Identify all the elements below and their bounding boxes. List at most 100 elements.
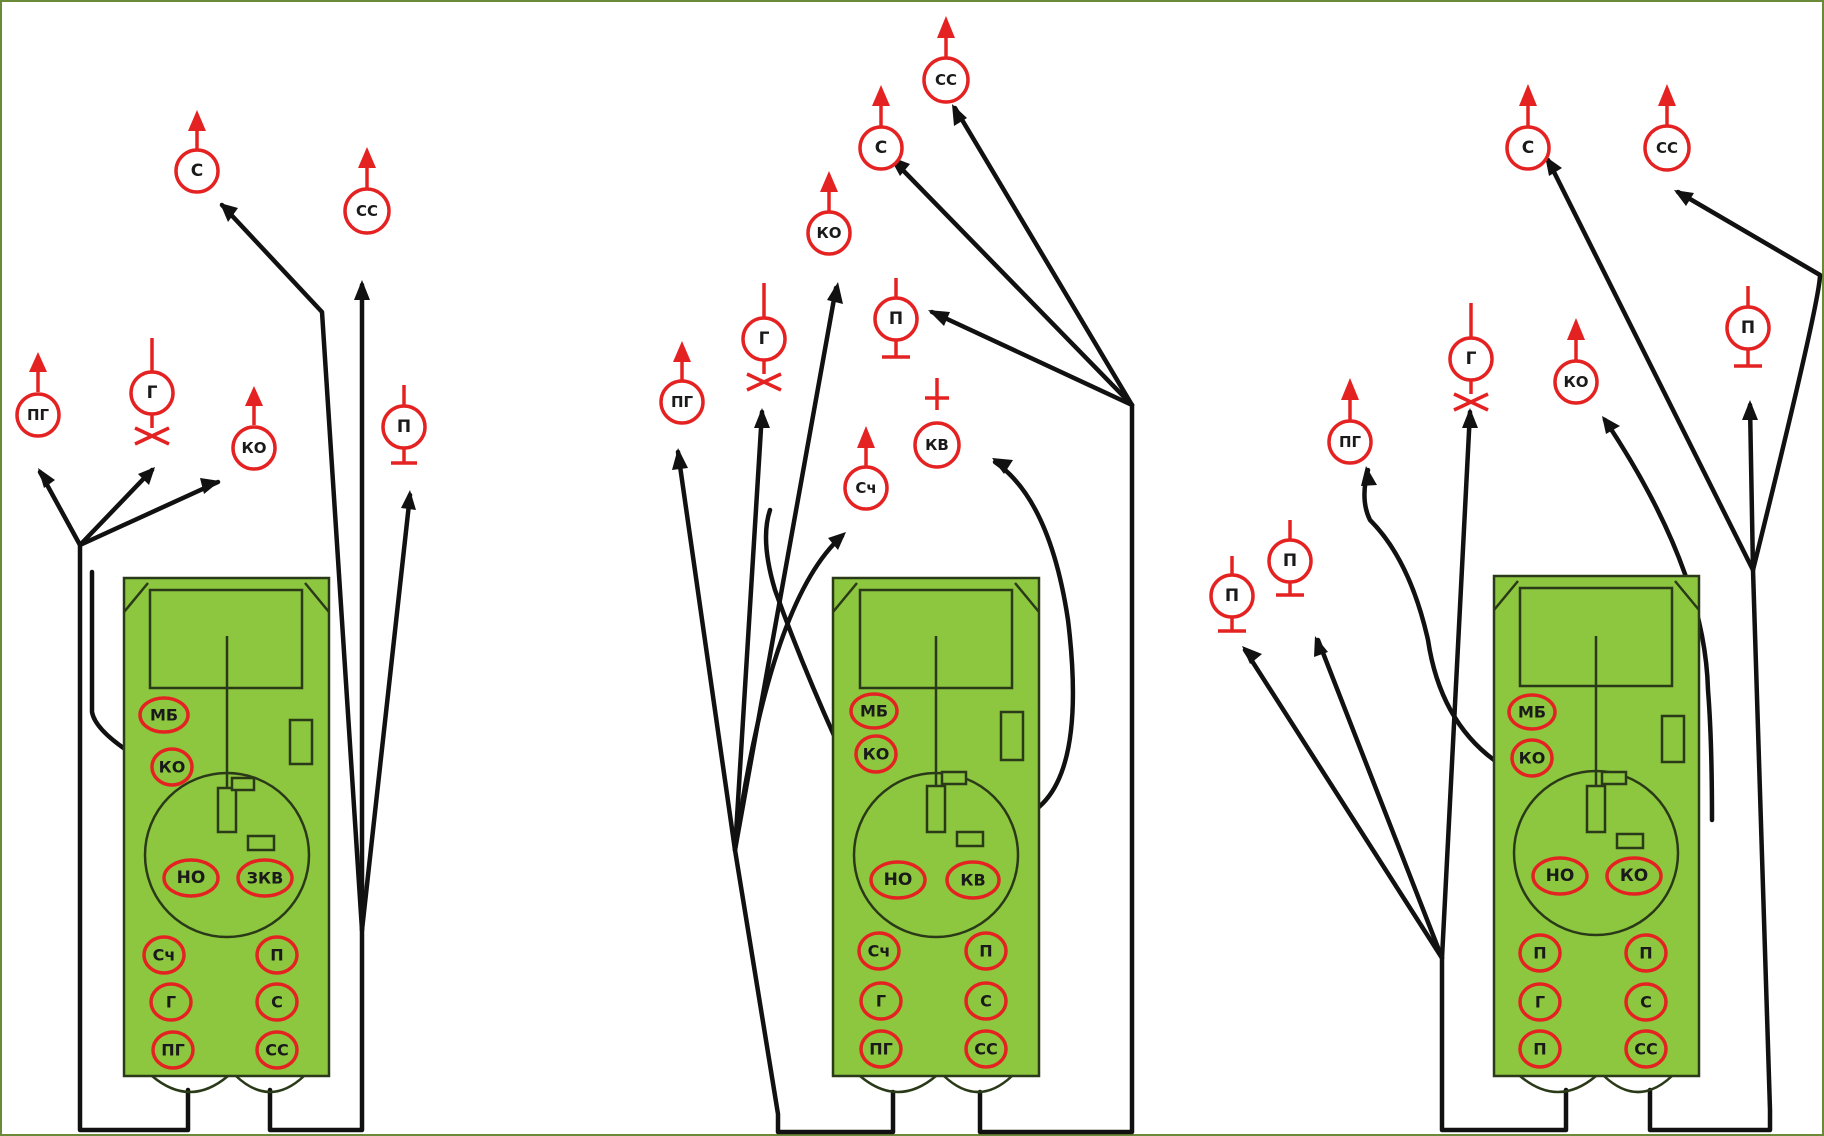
svg-text:НО: НО (884, 870, 913, 890)
sockets-middle: МБ КО НО КВ Сч Г ПГ П С СС (849, 692, 1008, 1069)
svg-text:П: П (1533, 944, 1546, 963)
socket[interactable]: Г (149, 982, 193, 1022)
socket[interactable]: Сч (857, 931, 901, 971)
svg-text:С: С (1522, 138, 1534, 158)
socket[interactable]: МБ (1507, 693, 1557, 731)
socket[interactable]: МБ (138, 696, 190, 734)
arrow-up-symbol: С (1505, 84, 1551, 171)
socket[interactable]: Сч (142, 935, 186, 975)
socket[interactable]: КО (150, 747, 194, 787)
socket[interactable]: П (255, 935, 299, 975)
ground-symbol: П (1209, 556, 1255, 633)
svg-text:П: П (397, 417, 411, 437)
svg-text:КВ: КВ (960, 871, 985, 890)
socket[interactable]: КО (854, 734, 898, 774)
socket[interactable]: С (1624, 982, 1668, 1022)
socket[interactable]: КВ (945, 860, 1001, 900)
svg-text:Г: Г (876, 992, 886, 1011)
board-left: МБ КО НО ЗКВ Сч Г ПГ П С СС ПГ Г КО С СС… (15, 110, 427, 1133)
socket-panel-middle (831, 576, 1041, 1094)
svg-text:Г: Г (1535, 993, 1545, 1012)
svg-text:П: П (1639, 944, 1652, 963)
svg-text:Сч: Сч (153, 946, 176, 965)
arrow-up-symbol: ПГ (1327, 378, 1373, 465)
socket[interactable]: НО (869, 860, 927, 900)
ground-symbol: П (1267, 520, 1313, 597)
socket[interactable]: П (1624, 933, 1668, 973)
arrow-up-symbol: С (858, 85, 904, 171)
svg-text:ПГ: ПГ (1339, 433, 1362, 451)
svg-text:МБ: МБ (860, 702, 888, 721)
svg-text:ПГ: ПГ (869, 1040, 893, 1059)
socket[interactable]: С (255, 982, 299, 1022)
socket[interactable]: ПГ (151, 1030, 195, 1070)
sockets-right: МБ КО НО КО П Г П П С СС (1507, 693, 1668, 1069)
antenna-symbol: Г (741, 283, 787, 392)
board-middle: МБ КО НО КВ Сч Г ПГ П С СС ПГ Г КО С СС … (659, 16, 1135, 1135)
socket[interactable]: П (964, 931, 1008, 971)
socket[interactable]: П (1518, 1029, 1562, 1069)
arrow-up-symbol: СС (343, 147, 391, 235)
svg-text:СС: СС (935, 71, 957, 89)
socket[interactable]: КО (1605, 856, 1663, 896)
svg-text:Сч: Сч (855, 479, 876, 497)
socket[interactable]: СС (1624, 1029, 1668, 1069)
svg-text:ЗКВ: ЗКВ (247, 869, 284, 888)
svg-text:КО: КО (863, 745, 890, 764)
svg-text:ПГ: ПГ (161, 1041, 185, 1060)
svg-text:КО: КО (241, 439, 266, 457)
antenna-symbol: Г (1448, 303, 1494, 412)
arrow-up-symbol: Сч (843, 426, 889, 511)
svg-text:П: П (979, 942, 992, 961)
socket[interactable]: СС (964, 1029, 1008, 1069)
svg-text:П: П (1741, 318, 1755, 338)
socket[interactable]: ПГ (859, 1029, 903, 1069)
symbols-right: П П ПГ Г КО С СС П (1209, 84, 1771, 633)
arrow-up-symbol: КО (806, 171, 852, 256)
socket-panel-left (122, 576, 331, 1094)
socket[interactable]: Г (1518, 982, 1562, 1022)
svg-text:С: С (271, 993, 283, 1012)
sockets-left: МБ КО НО ЗКВ Сч Г ПГ П С СС (138, 696, 299, 1070)
svg-text:С: С (980, 992, 992, 1011)
socket[interactable]: НО (162, 858, 220, 898)
socket[interactable]: П (1518, 933, 1562, 973)
svg-text:С: С (191, 161, 203, 181)
svg-text:СС: СС (1656, 139, 1678, 157)
socket[interactable]: КО (1510, 738, 1554, 778)
svg-text:П: П (1283, 551, 1297, 571)
svg-text:Г: Г (759, 329, 770, 349)
symbols-middle: ПГ Г КО С СС П Сч КВ (659, 16, 970, 511)
socket[interactable]: НО (1531, 856, 1589, 896)
ground-symbol: П (381, 385, 427, 465)
svg-text:КО: КО (1519, 749, 1546, 768)
socket[interactable]: Г (859, 981, 903, 1021)
svg-text:МБ: МБ (1518, 703, 1546, 722)
svg-text:СС: СС (1634, 1040, 1657, 1059)
svg-text:СС: СС (974, 1040, 997, 1059)
svg-text:НО: НО (177, 868, 206, 888)
svg-text:НО: НО (1546, 866, 1575, 886)
arrow-up-symbol: ПГ (659, 341, 705, 425)
wires-right (1242, 156, 1823, 1133)
arrow-up-symbol: СС (1643, 84, 1691, 172)
socket[interactable]: ЗКВ (236, 858, 294, 898)
antenna-symbol: Г (129, 338, 175, 446)
arrow-up-symbol: КО (1553, 318, 1599, 405)
arrow-up-symbol: СС (922, 16, 970, 104)
svg-text:Сч: Сч (868, 942, 891, 961)
symbols-left: ПГ Г КО С СС П (15, 110, 427, 471)
svg-text:СС: СС (356, 202, 378, 220)
svg-text:ПГ: ПГ (671, 393, 694, 411)
socket[interactable]: С (964, 981, 1008, 1021)
socket[interactable]: СС (255, 1030, 299, 1070)
svg-text:КО: КО (1620, 866, 1648, 886)
svg-text:С: С (1640, 993, 1652, 1012)
svg-text:П: П (270, 946, 283, 965)
socket[interactable]: МБ (849, 692, 899, 730)
arrow-up-symbol: КО (231, 386, 277, 471)
ground-symbol: П (1725, 286, 1771, 368)
svg-text:МБ: МБ (150, 706, 178, 725)
svg-text:П: П (1225, 586, 1239, 606)
